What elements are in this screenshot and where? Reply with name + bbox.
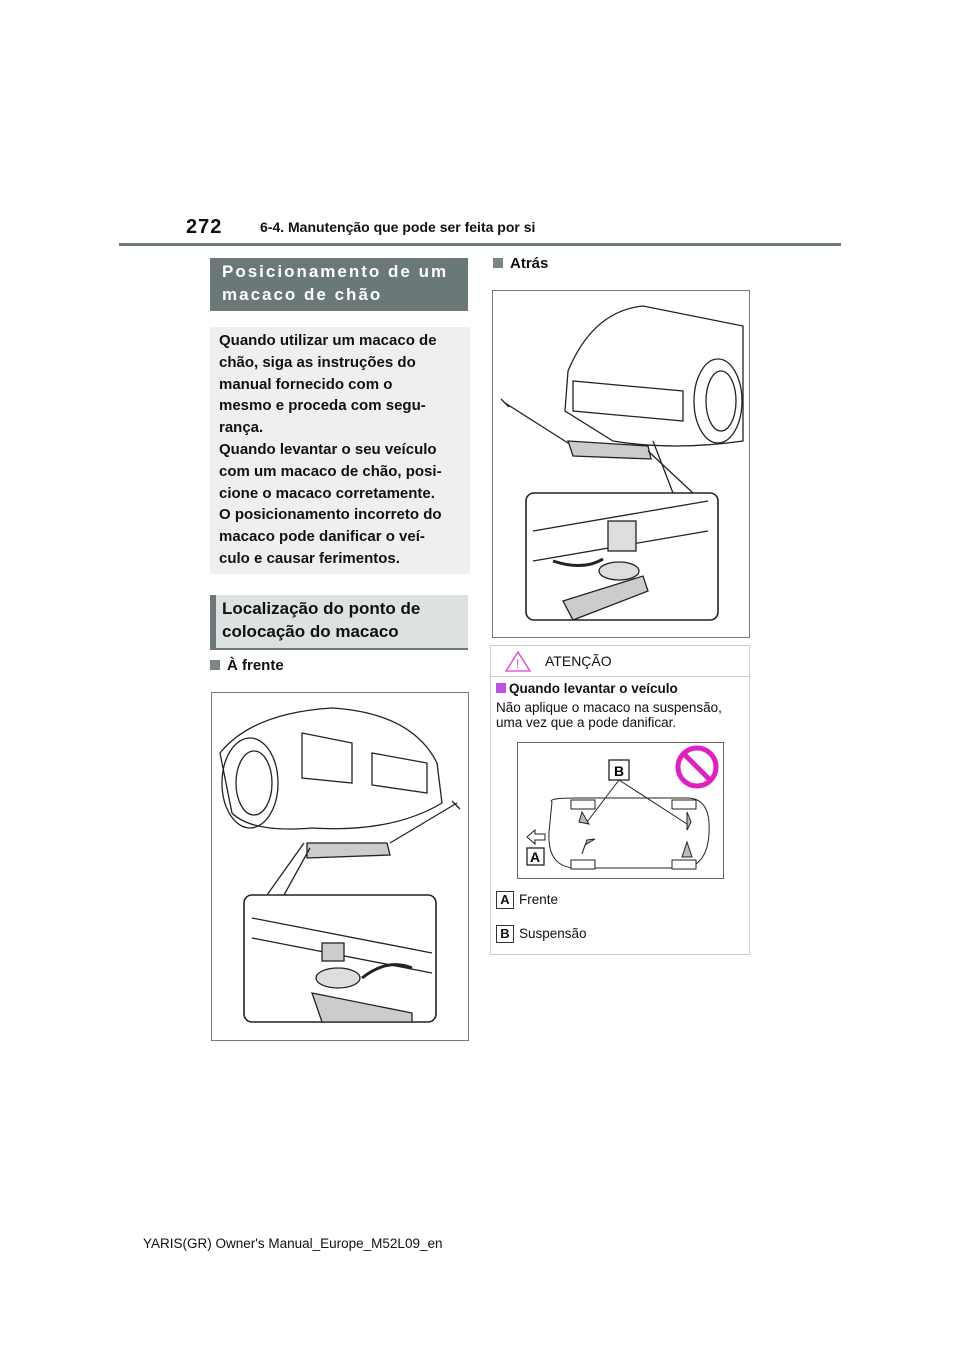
warning-box: ! ATENÇÃO Quando levantar o veículo Não … (490, 645, 750, 955)
heading-positioning: Posicionamento de um macaco de chão (210, 258, 468, 311)
warning-header: ! ATENÇÃO (491, 646, 749, 677)
callout-key: A (496, 891, 514, 909)
note-line: manual fornecido com o (219, 375, 393, 393)
svg-text:!: ! (516, 657, 519, 671)
heading-line: colocação do macaco (222, 622, 399, 641)
prohibited-icon (675, 745, 719, 789)
note-line: macaco pode danificar o veí- (219, 528, 425, 546)
warning-title: ATENÇÃO (545, 653, 612, 669)
warning-subtitle: Quando levantar o veículo (496, 681, 744, 696)
svg-text:B: B (614, 763, 624, 779)
rear-label: Atrás (510, 255, 549, 272)
note-line: cione o macaco corretamente. (219, 484, 435, 502)
warning-triangle-icon: ! (505, 650, 531, 672)
note-line: com um macaco de chão, posi- (219, 462, 442, 480)
front-label: À frente (227, 657, 284, 674)
heading-line: Posicionamento de um (222, 262, 449, 281)
rear-jack-illustration (492, 290, 750, 638)
note-line: Quando levantar o seu veículo (219, 440, 437, 458)
note-box: Quando utilizar um macaco de chão, siga … (210, 327, 470, 574)
note-line: mesmo e proceda com segu- (219, 397, 426, 415)
bullet-square-icon (496, 683, 506, 693)
svg-text:A: A (530, 849, 540, 865)
warning-text-line: uma vez que a pode danificar. (496, 715, 677, 730)
note-line: chão, siga as instruções do (219, 353, 416, 371)
note-line: rança. (219, 419, 264, 437)
warning-text-line: Não aplique o macaco na suspensão, (496, 700, 722, 715)
callout-label: Frente (519, 892, 559, 907)
callout-a: A Frente (496, 891, 744, 909)
callout-label: Suspensão (519, 926, 587, 941)
heading-line: Localização do ponto de (222, 599, 421, 618)
bullet-square-icon (493, 258, 503, 268)
suspension-diagram: B A (517, 742, 724, 879)
front-jack-illustration (211, 692, 469, 1041)
note-line: Quando utilizar um macaco de (219, 332, 437, 349)
footer-text: YARIS(GR) Owner's Manual_Europe_M52L09_e… (143, 1236, 443, 1251)
header-rule (119, 243, 841, 246)
page-number: 272 (186, 216, 223, 238)
heading-jack-location: Localização do ponto de colocação do mac… (210, 595, 468, 650)
bullet-square-icon (210, 660, 220, 670)
callout-key: B (496, 925, 514, 943)
rear-subheading: Atrás (493, 255, 548, 272)
note-line: culo e causar ferimentos. (219, 549, 400, 567)
note-line: O posicionamento incorreto do (219, 506, 442, 524)
section-title: 6-4. Manutenção que pode ser feita por s… (260, 219, 536, 235)
warning-body: Quando levantar o veículo Não aplique o … (491, 677, 749, 943)
warning-subtitle-text: Quando levantar o veículo (509, 681, 678, 696)
callout-b: B Suspensão (496, 925, 744, 943)
front-subheading: À frente (210, 657, 284, 674)
heading-line: macaco de chão (222, 285, 383, 304)
